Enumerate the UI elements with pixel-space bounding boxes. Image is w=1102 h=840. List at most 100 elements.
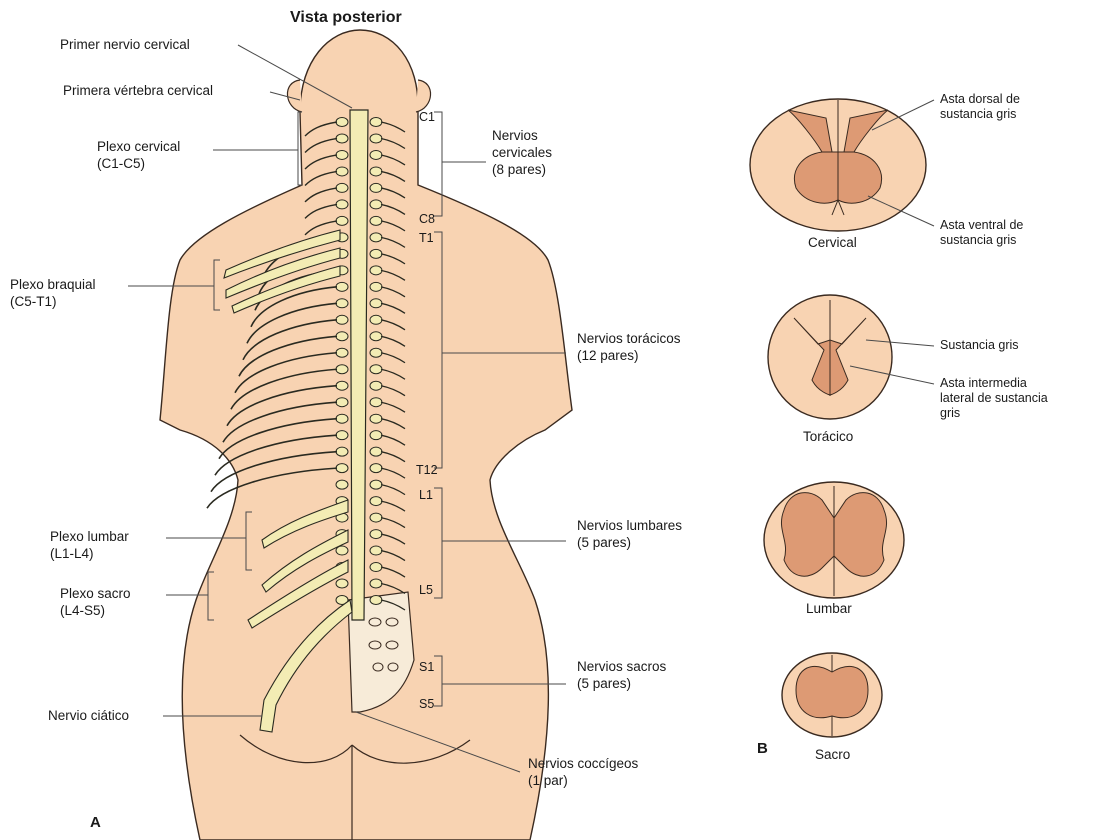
label-asta-ventral: Asta ventral de sustancia gris xyxy=(940,218,1023,248)
segment-c1: C1 xyxy=(419,110,435,124)
root-ganglion xyxy=(370,249,382,258)
root-ganglion xyxy=(336,381,348,390)
cervical-section xyxy=(750,99,926,231)
left-ear xyxy=(287,80,302,112)
label-sustancia-gris: Sustancia gris xyxy=(940,338,1019,353)
root-ganglion xyxy=(370,447,382,456)
sacral-section xyxy=(782,653,882,737)
root-ganglion xyxy=(370,464,382,473)
label-nervios-coccigeos-line1: Nervios coccígeos xyxy=(528,755,638,772)
root-ganglion xyxy=(370,183,382,192)
label-asta-dorsal: Asta dorsal de sustancia gris xyxy=(940,92,1020,122)
label-plexo-lumbar-line2: (L1-L4) xyxy=(50,545,129,562)
root-ganglion xyxy=(370,348,382,357)
root-ganglion xyxy=(370,530,382,539)
root-ganglion xyxy=(336,282,348,291)
root-ganglion xyxy=(336,332,348,341)
label-nervios-cervicales-line1: Nervios xyxy=(492,127,552,144)
root-ganglion xyxy=(370,497,382,506)
root-ganglion xyxy=(370,513,382,522)
label-nervios-coccigeos: Nervios coccígeos (1 par) xyxy=(528,755,638,789)
section-label-sacro: Sacro xyxy=(815,746,850,763)
label-nervios-lumbares-line2: (5 pares) xyxy=(577,534,682,551)
root-ganglion xyxy=(370,414,382,423)
label-asta-intermedia-line2: lateral de sustancia xyxy=(940,391,1048,406)
root-ganglion xyxy=(370,266,382,275)
label-asta-ventral-line1: Asta ventral de xyxy=(940,218,1023,233)
label-asta-intermedia-line3: gris xyxy=(940,406,1048,421)
root-ganglion xyxy=(336,579,348,588)
root-ganglion xyxy=(370,431,382,440)
label-plexo-sacro-line2: (L4-S5) xyxy=(60,602,131,619)
root-ganglion xyxy=(370,381,382,390)
root-ganglion xyxy=(370,282,382,291)
root-ganglion xyxy=(336,134,348,143)
label-plexo-cervical-line1: Plexo cervical xyxy=(97,138,180,155)
root-ganglion xyxy=(336,200,348,209)
root-ganglion xyxy=(370,299,382,308)
label-nervios-toracicos-line2: (12 pares) xyxy=(577,347,681,364)
section-label-lumbar: Lumbar xyxy=(806,600,852,617)
root-ganglion xyxy=(370,596,382,605)
label-asta-dorsal-line1: Asta dorsal de xyxy=(940,92,1020,107)
diagram-title: Vista posterior xyxy=(290,9,402,27)
segment-l5: L5 xyxy=(419,583,433,597)
label-asta-intermedia-line1: Asta intermedia xyxy=(940,376,1048,391)
right-ear xyxy=(416,80,431,112)
root-ganglion xyxy=(336,150,348,159)
label-nervios-toracicos-line1: Nervios torácicos xyxy=(577,330,681,347)
root-ganglion xyxy=(336,315,348,324)
root-ganglion xyxy=(336,299,348,308)
root-ganglion xyxy=(336,414,348,423)
label-plexo-cervical-line2: (C1-C5) xyxy=(97,155,180,172)
label-nervios-sacros-line1: Nervios sacros xyxy=(577,658,666,675)
root-ganglion xyxy=(370,332,382,341)
root-ganglion xyxy=(370,167,382,176)
panel-label-a: A xyxy=(90,814,101,831)
section-label-cervical: Cervical xyxy=(808,234,857,251)
label-nervios-toracicos: Nervios torácicos (12 pares) xyxy=(577,330,681,364)
segment-t12: T12 xyxy=(416,463,438,477)
root-ganglion xyxy=(370,365,382,374)
segment-s1: S1 xyxy=(419,660,434,674)
root-ganglion xyxy=(336,118,348,127)
root-ganglion xyxy=(336,464,348,473)
root-ganglion xyxy=(336,447,348,456)
root-ganglion xyxy=(370,546,382,555)
root-ganglion xyxy=(336,183,348,192)
label-nervios-cervicales-line2: cervicales xyxy=(492,144,552,161)
root-ganglion xyxy=(370,233,382,242)
lumbar-section xyxy=(764,482,904,598)
root-ganglion xyxy=(336,480,348,489)
thoracic-section xyxy=(768,295,892,419)
label-asta-ventral-line2: sustancia gris xyxy=(940,233,1023,248)
label-plexo-sacro: Plexo sacro (L4-S5) xyxy=(60,585,131,619)
section-label-toracico: Torácico xyxy=(803,428,853,445)
segment-c8: C8 xyxy=(419,212,435,226)
label-nervios-lumbares: Nervios lumbares (5 pares) xyxy=(577,517,682,551)
label-nervios-cervicales-line3: (8 pares) xyxy=(492,161,552,178)
root-ganglion xyxy=(336,348,348,357)
label-primer-nervio-cervical: Primer nervio cervical xyxy=(60,36,190,53)
root-ganglion xyxy=(370,315,382,324)
root-ganglion xyxy=(336,365,348,374)
label-nervios-coccigeos-line2: (1 par) xyxy=(528,772,638,789)
root-ganglion xyxy=(370,150,382,159)
label-nervios-cervicales: Nervios cervicales (8 pares) xyxy=(492,127,552,178)
label-plexo-lumbar-line1: Plexo lumbar xyxy=(50,528,129,545)
root-ganglion xyxy=(370,118,382,127)
label-plexo-lumbar: Plexo lumbar (L1-L4) xyxy=(50,528,129,562)
label-nervios-sacros-line2: (5 pares) xyxy=(577,675,666,692)
root-ganglion xyxy=(336,398,348,407)
label-asta-intermedia: Asta intermedia lateral de sustancia gri… xyxy=(940,376,1048,421)
segment-t1: T1 xyxy=(419,231,434,245)
root-ganglion xyxy=(370,398,382,407)
root-ganglion xyxy=(336,431,348,440)
label-plexo-braquial-line1: Plexo braquial xyxy=(10,276,96,293)
segment-l1: L1 xyxy=(419,488,433,502)
label-primera-vertebra-cervical: Primera vértebra cervical xyxy=(63,82,213,99)
root-ganglion xyxy=(370,134,382,143)
root-ganglion xyxy=(370,216,382,225)
label-nervios-lumbares-line1: Nervios lumbares xyxy=(577,517,682,534)
